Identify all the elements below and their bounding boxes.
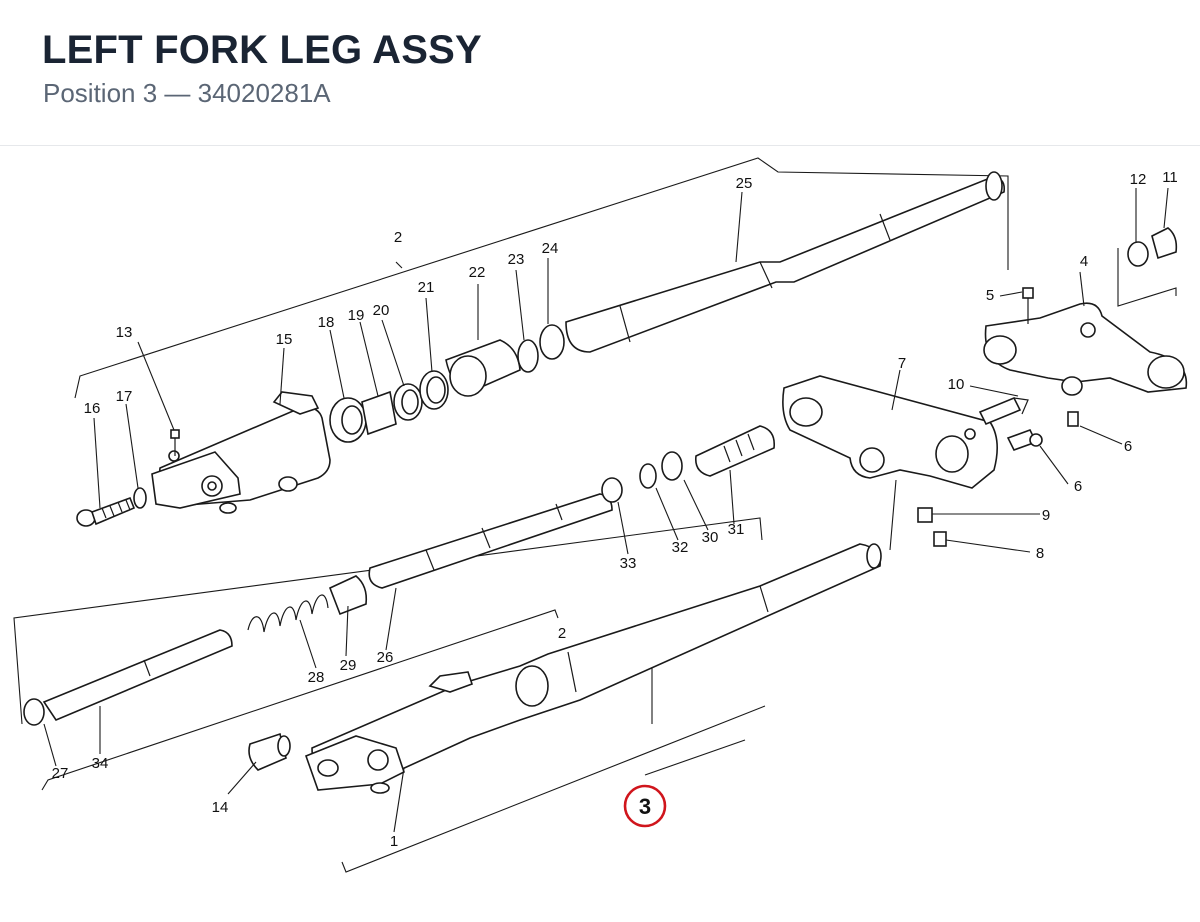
callout-13: 13 (116, 324, 133, 341)
nut-9 (917, 507, 933, 523)
screw-8 (933, 531, 947, 547)
callout-7: 7 (898, 355, 906, 372)
callout-21: 21 (418, 279, 435, 296)
assembly-bracket-lower (341, 668, 766, 873)
callout-23: 23 (508, 251, 525, 268)
callout-2: 2 (394, 229, 402, 246)
clip-23 (517, 339, 539, 373)
callout-20: 20 (373, 302, 390, 319)
callout-14: 14 (212, 799, 229, 816)
fork-foot-upper (151, 391, 331, 514)
washer-21 (419, 370, 449, 410)
callout-3: 3 (639, 794, 651, 819)
screw-13 (170, 429, 180, 456)
assembly-bracket-upper (74, 157, 1009, 399)
spacer-29 (328, 575, 368, 616)
spring-28 (247, 594, 329, 633)
exploded-parts-diagram: 2 25 23 24 22 21 20 19 18 15 13 16 17 12… (13, 157, 1188, 873)
callout-25: 25 (736, 175, 753, 192)
washer-17 (133, 487, 147, 509)
callout-labels: 2 25 23 24 22 21 20 19 18 15 13 16 17 12… (52, 169, 1178, 850)
washer-32 (639, 463, 657, 489)
callout-5: 5 (986, 287, 994, 304)
leader-lines (43, 187, 1169, 833)
page-subtitle: Position 3 — 34020281A (43, 78, 331, 108)
nut-33 (601, 477, 623, 503)
top-yoke-4 (983, 302, 1188, 396)
fork-leg-assembly-3 (304, 543, 882, 794)
bolt-6-upper (1067, 411, 1079, 427)
lower-yoke-7 (782, 375, 998, 489)
callout-6-lower: 6 (1074, 478, 1082, 495)
adjuster-31 (694, 425, 776, 477)
highlight-ring (623, 784, 667, 828)
callout-10: 10 (948, 376, 965, 393)
callout-1: 1 (390, 833, 398, 850)
callout-22: 22 (469, 264, 486, 281)
callout-8: 8 (1036, 545, 1044, 562)
screw-5 (1022, 287, 1034, 324)
callout-11: 11 (1162, 169, 1178, 186)
ring-20 (393, 383, 423, 421)
tube-26 (368, 493, 613, 589)
damper-rod-34 (23, 629, 233, 726)
callout-2-middle: 2 (558, 625, 566, 642)
callout-9: 9 (1042, 507, 1050, 524)
callout-24: 24 (542, 240, 559, 257)
callout-34: 34 (92, 755, 109, 772)
inner-tube-25 (565, 171, 1006, 353)
axle-bolt-16 (76, 496, 136, 527)
bush-19 (361, 390, 397, 436)
callout-27: 27 (52, 765, 69, 782)
page-title: LEFT FORK LEG ASSY (42, 28, 482, 72)
highlighted-callout[interactable]: 3 (623, 784, 667, 828)
bushing-22 (445, 339, 521, 397)
callout-18: 18 (318, 314, 335, 331)
callout-17: 17 (116, 388, 133, 405)
callout-30: 30 (702, 529, 719, 546)
seal-18 (329, 397, 367, 443)
callout-16: 16 (84, 400, 101, 417)
callout-31: 31 (728, 521, 745, 538)
callout-12: 12 (1130, 171, 1147, 188)
washer-30 (661, 451, 683, 481)
callout-32: 32 (672, 539, 689, 556)
callout-6-upper: 6 (1124, 438, 1132, 455)
yoke-bracket (1117, 248, 1177, 307)
callout-15: 15 (276, 331, 293, 348)
spacer-14 (248, 732, 291, 771)
callout-29: 29 (340, 657, 357, 674)
callout-28: 28 (308, 669, 325, 686)
washer-12 (1127, 241, 1149, 267)
callout-26: 26 (377, 649, 394, 666)
bolt-6-lower (1006, 429, 1043, 451)
callout-33: 33 (620, 555, 637, 572)
page-header: LEFT FORK LEG ASSY Position 3 — 34020281… (0, 0, 1200, 146)
cap-11 (1151, 227, 1178, 260)
ring-24 (539, 324, 565, 360)
yoke-screw-10 (978, 396, 1029, 426)
callout-4: 4 (1080, 253, 1088, 270)
callout-19: 19 (348, 307, 365, 324)
